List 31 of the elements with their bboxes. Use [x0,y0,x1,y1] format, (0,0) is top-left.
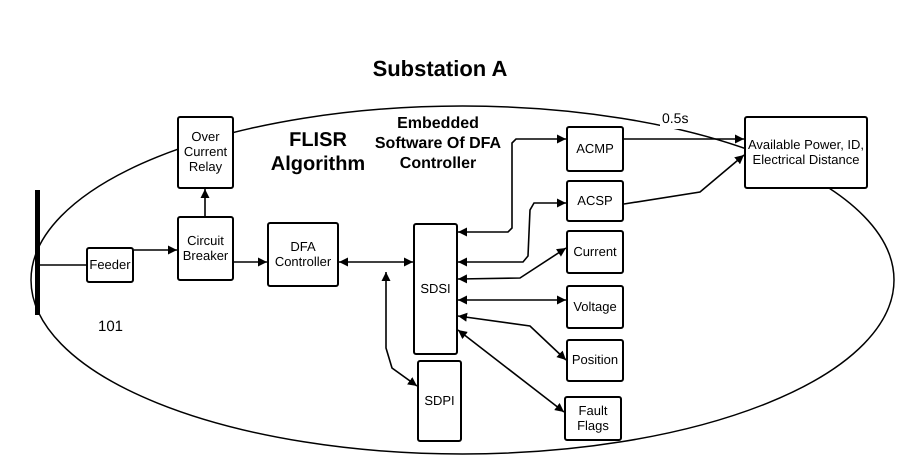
process-box: Fault Flags [564,396,622,441]
process-box: ACMP [566,126,624,172]
arrow [458,198,566,266]
arrow [458,247,566,284]
process-box: Current [566,230,624,274]
process-box: ACSP [566,180,624,222]
diagram-title: Substation A [372,55,508,83]
section-heading: Embedded Software Of DFA Controller [374,114,502,174]
process-box: SDSI [413,223,458,355]
arrow [234,258,267,266]
process-box: Feeder [86,247,134,283]
arrow [339,258,413,266]
process-box: Voltage [566,285,624,329]
arrow [458,134,566,236]
process-box: Position [566,339,624,382]
arrow [200,189,210,216]
process-box: DFA Controller [267,222,339,287]
arrow [134,246,177,254]
process-box: Available Power, ID, Electrical Distance [744,116,868,189]
section-heading: FLISR Algorithm [270,128,366,176]
arrow [624,154,745,205]
arrow [458,329,564,413]
arrow [458,296,566,304]
process-box: SDPI [417,360,462,442]
arrow [624,134,744,144]
arrow [382,272,418,387]
callout-number: 101 [98,317,124,337]
process-box: Over Current Relay [177,116,234,189]
bus-bar [35,190,40,315]
process-box: Circuit Breaker [177,216,234,281]
arrow [458,312,567,361]
